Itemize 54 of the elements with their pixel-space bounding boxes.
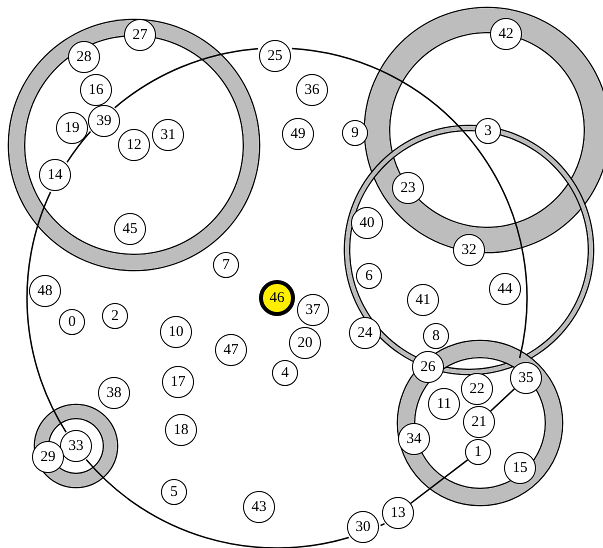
numbered-node: 0 [59,309,85,335]
numbered-node: 5 [161,479,187,505]
numbered-node: 42 [490,18,522,50]
numbered-node: 13 [382,497,414,529]
connector-line [26,192,67,433]
numbered-node: 29 [32,441,64,473]
connector-line [380,523,385,526]
numbered-node: 38 [98,377,130,409]
connector-line [410,459,468,504]
numbered-node: 44 [489,273,521,305]
numbered-node: 35 [510,362,542,394]
numbered-node: 14 [39,159,71,191]
numbered-node: 17 [162,366,194,398]
connector-line [292,48,528,358]
numbered-node: 15 [504,452,536,484]
numbered-node: 6 [356,263,382,289]
numbered-node: 33 [60,430,92,462]
numbered-node: 9 [342,120,368,146]
numbered-node: 2 [102,303,128,329]
numbered-node: 22 [461,373,493,405]
highlighted-node: 46 [259,280,295,316]
numbered-node: 7 [213,252,239,278]
ring-outline [9,20,259,270]
connector-line [114,48,258,108]
connector-line [66,131,92,163]
numbered-node: 25 [259,40,291,72]
numbered-node: 8 [423,323,449,349]
numbered-node: 10 [160,316,192,348]
numbered-node: 30 [347,511,379,543]
numbered-node: 36 [296,74,328,106]
numbered-node: 12 [118,129,150,161]
numbered-node: 1 [465,439,491,465]
numbered-node: 19 [56,112,88,144]
ring-outline [398,341,562,505]
connector-line [490,388,515,412]
numbered-node: 31 [152,119,184,151]
numbered-node: 40 [351,207,383,239]
numbered-node: 11 [428,388,460,420]
numbered-node: 18 [165,414,197,446]
numbered-node: 34 [398,423,430,455]
numbered-node: 43 [243,491,275,523]
numbered-node: 28 [68,41,100,73]
numbered-node: 49 [282,118,314,150]
numbered-node: 21 [463,406,495,438]
numbered-node: 41 [407,284,439,316]
numbered-node: 37 [297,294,329,326]
connector-line [86,459,349,548]
numbered-node: 45 [114,213,146,245]
numbered-node: 20 [289,327,321,359]
numbered-node: 4 [272,360,298,386]
numbered-node: 39 [88,105,120,137]
numbered-node: 16 [80,74,112,106]
numbered-node: 48 [29,275,61,307]
numbered-node: 47 [215,334,247,366]
